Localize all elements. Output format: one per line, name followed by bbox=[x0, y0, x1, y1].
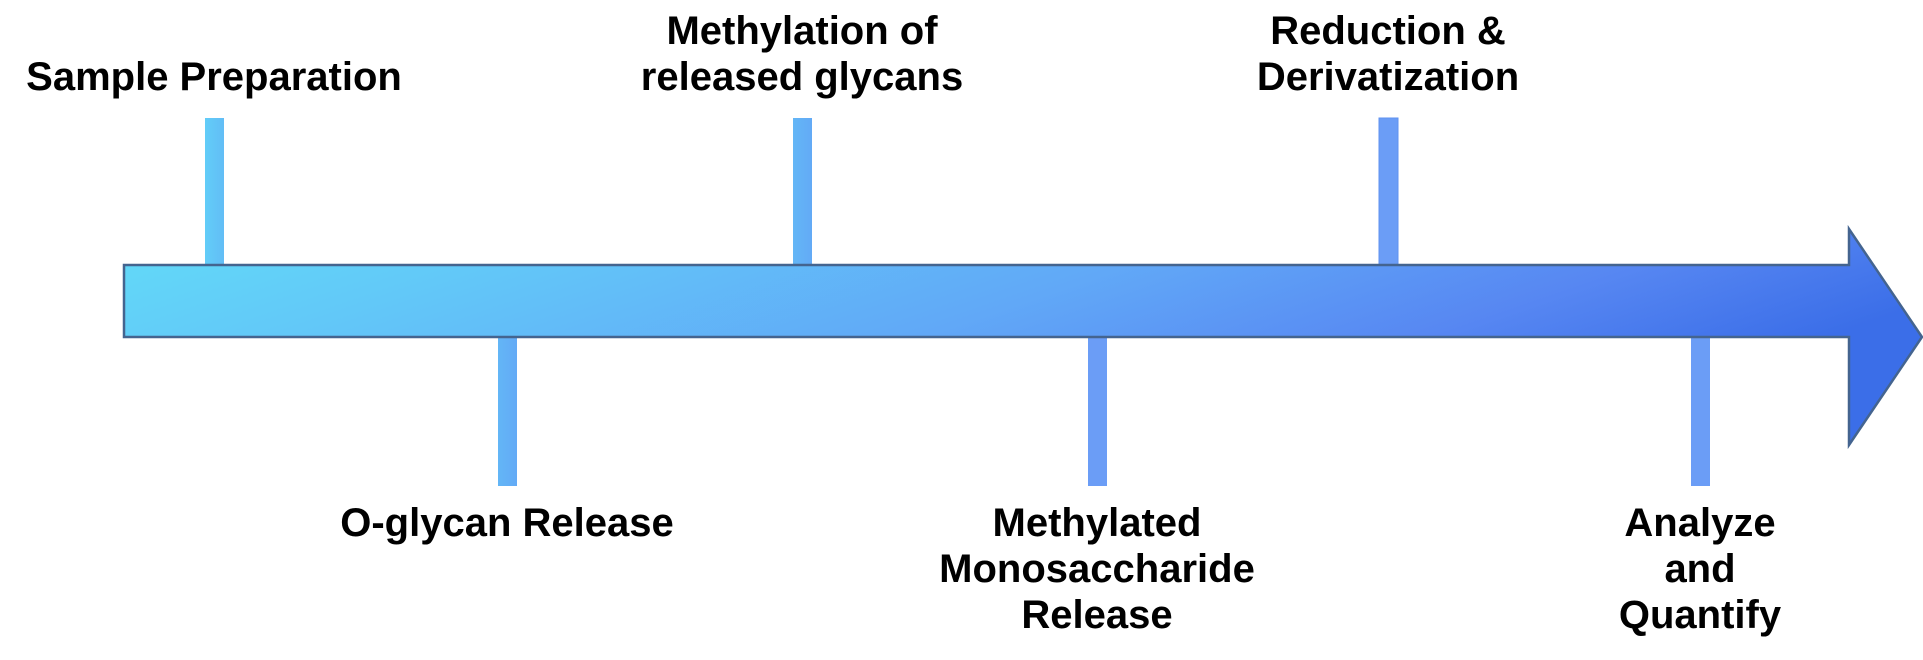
connector-stem-step-6 bbox=[1691, 333, 1710, 486]
step-label-sample-preparation: Sample Preparation bbox=[26, 55, 402, 99]
connector-stem-step-3 bbox=[793, 118, 812, 270]
connector-stem-step-4 bbox=[1088, 333, 1107, 486]
timeline-arrow bbox=[122, 224, 1923, 450]
connector-stem-step-5 bbox=[1378, 117, 1399, 271]
step-label-o-glycan-release: O-glycan Release bbox=[340, 501, 674, 545]
step-label-analyze-and-quantify: Analyze and Quantify bbox=[1618, 501, 1782, 637]
step-label-methylation-of-released-glycans: Methylation of released glycans bbox=[640, 9, 964, 99]
connector-stem-step-1 bbox=[205, 118, 224, 270]
connector-stem-step-2 bbox=[498, 333, 517, 486]
step-label-reduction-derivatization: Reduction & Derivatization bbox=[1256, 9, 1520, 99]
step-label-methylated-monosaccharide-release: Methylated Monosaccharide Release bbox=[939, 501, 1255, 637]
